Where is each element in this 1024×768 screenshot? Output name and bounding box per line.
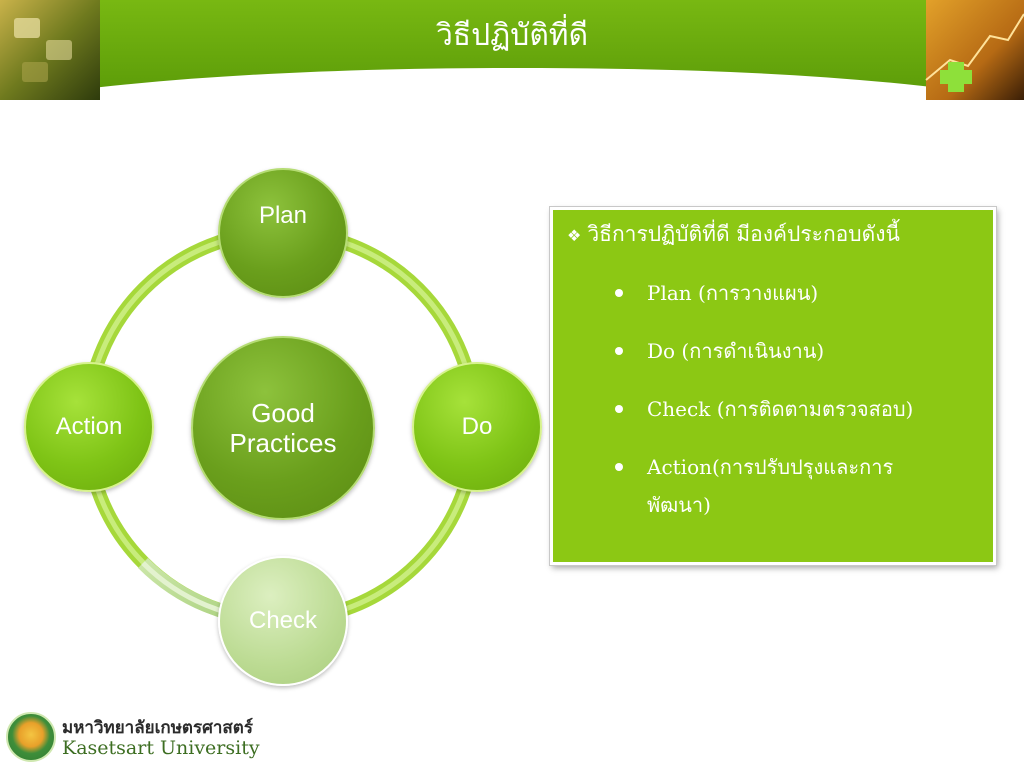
list-item: Action(การปรับปรุงและการพัฒนา) <box>615 448 955 524</box>
node-action-label: Action <box>55 413 123 440</box>
bullet-icon <box>615 289 623 297</box>
header-background <box>0 0 1024 100</box>
pdca-cycle-diagram: Good Practices Plan Do Check Action <box>0 150 560 690</box>
plus-icon <box>940 62 972 92</box>
kasetsart-university-logo <box>6 712 56 762</box>
component-list: Plan (การวางแผน) Do (การดำเนินงาน) Check… <box>615 274 955 544</box>
textbox-heading: วิธีการปฏิบัติที่ดี มีองค์ประกอบดังนี้ <box>587 222 900 246</box>
center-line-2: Practices <box>229 428 337 458</box>
center-good-practices: Good Practices <box>191 336 375 520</box>
node-do: Do <box>412 362 542 492</box>
list-item: Do (การดำเนินงาน) <box>615 332 955 370</box>
list-item: Check (การติดตามตรวจสอบ) <box>615 390 955 428</box>
node-action: Action <box>24 362 154 492</box>
university-name-thai: มหาวิทยาลัยเกษตรศาสตร์ <box>62 718 253 738</box>
bullet-icon <box>615 463 623 471</box>
slide-title: วิธีปฏิบัติที่ดี <box>435 18 589 53</box>
list-item: Plan (การวางแผน) <box>615 274 955 312</box>
bullet-icon <box>615 347 623 355</box>
bullet-icon <box>615 405 623 413</box>
university-name-english: Kasetsart University <box>62 737 260 759</box>
header-banner: วิธีปฏิบัติที่ดี <box>0 0 1024 110</box>
node-check-label: Check <box>248 607 318 634</box>
node-do-label: Do <box>461 413 493 440</box>
diamond-cluster-icon: ❖ <box>567 226 582 245</box>
node-plan: Plan <box>218 168 348 298</box>
center-line-1: Good <box>251 398 315 428</box>
node-plan-label: Plan <box>258 202 308 229</box>
good-practices-textbox: ❖วิธีการปฏิบัติที่ดี มีองค์ประกอบดังนี้ … <box>550 207 996 565</box>
textbox-heading-row: ❖ วิธีการปฏิบัติที่ดี มีองค์ประกอบดังนี้ <box>567 218 900 252</box>
university-logo-block: มหาวิทยาลัยเกษตรศาสตร์ Kasetsart Univers… <box>6 710 260 762</box>
node-check: Check <box>218 556 348 686</box>
